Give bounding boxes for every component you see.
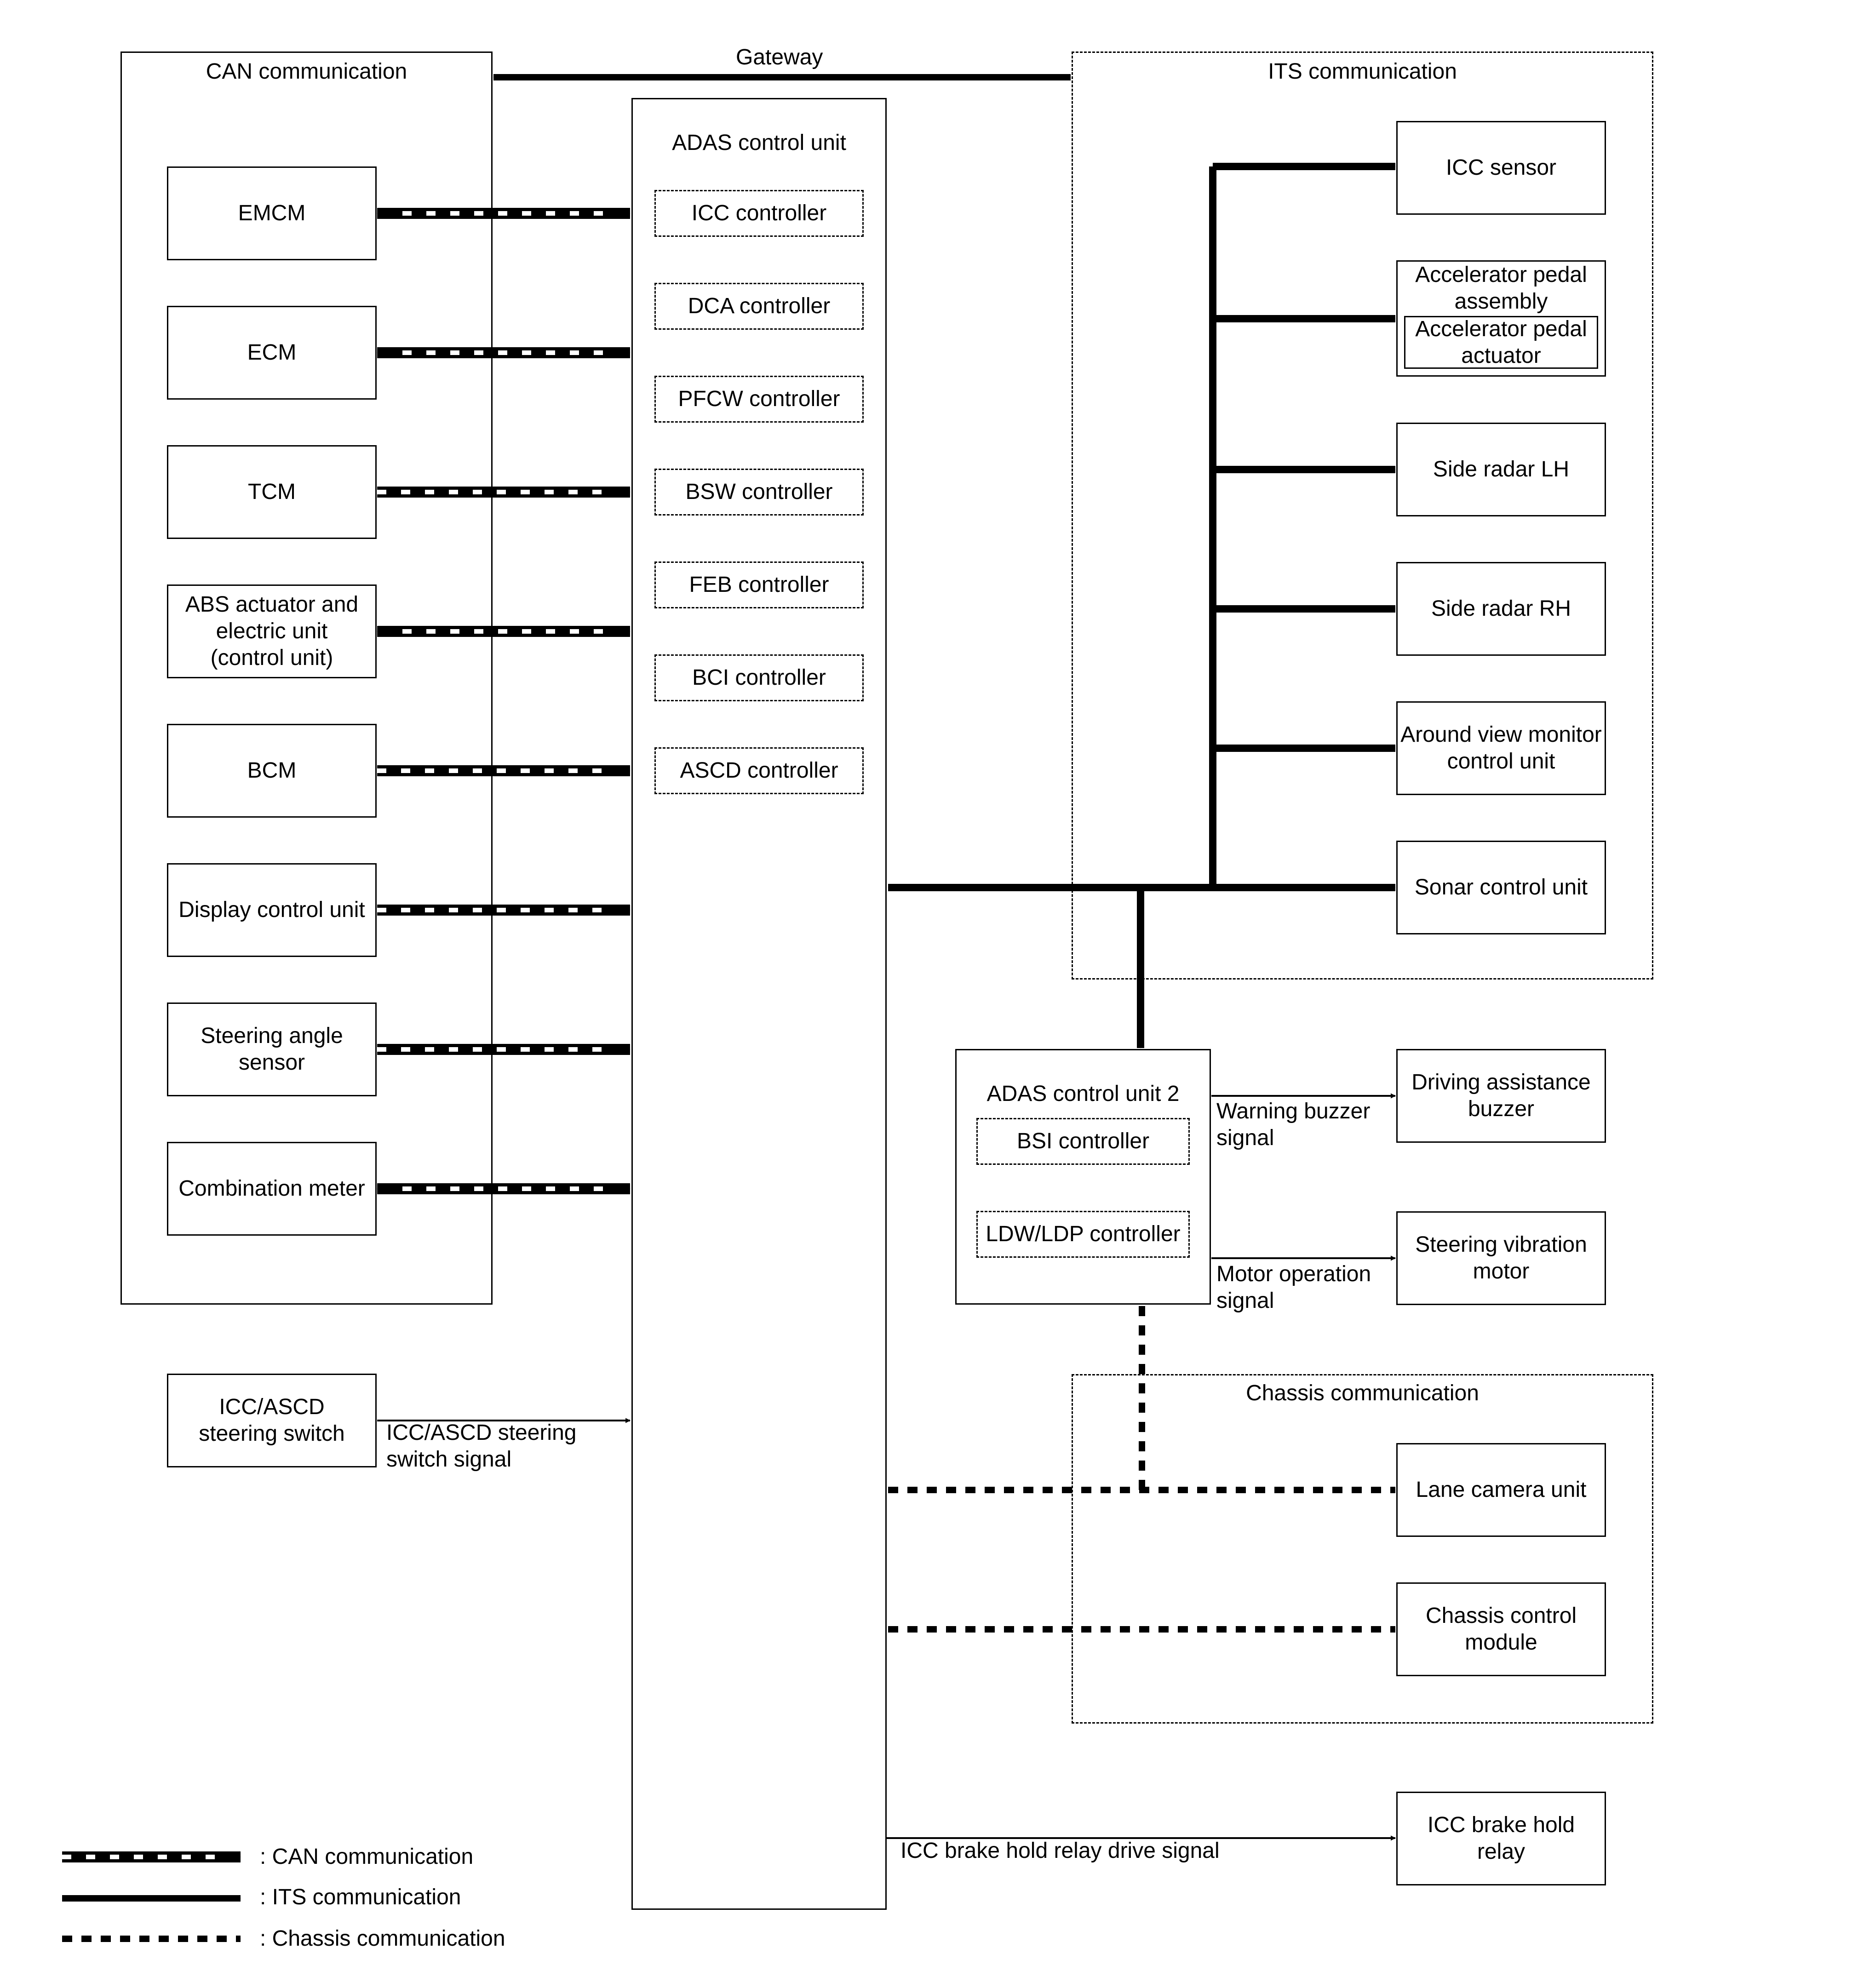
sonar-control-unit: Sonar control unit <box>1396 841 1606 934</box>
adas-control-unit: ADAS control unit <box>631 98 887 1910</box>
abs-actuator-unit: ABS actuator and electric unit (control … <box>167 584 377 678</box>
accelerator-pedal-assembly-label: Accelerator pedal assembly <box>1415 263 1587 314</box>
bsw-controller: BSW controller <box>654 469 864 516</box>
legend-chassis-label: : Chassis communication <box>260 1926 505 1951</box>
adas-control-unit-title: ADAS control unit <box>672 131 846 155</box>
ascd-controller: ASCD controller <box>654 747 864 794</box>
display-control-unit: Display control unit <box>167 863 377 957</box>
chassis-group-title: Chassis communication <box>1246 1381 1479 1405</box>
motor-operation-signal-label: Motor operation signal <box>1216 1262 1371 1313</box>
icc-brake-hold-relay: ICC brake hold relay <box>1396 1792 1606 1885</box>
bci-controller: BCI controller <box>654 654 864 701</box>
can-communication-group: CAN communication <box>120 52 493 1305</box>
feb-controller: FEB controller <box>654 561 864 608</box>
brake-relay-drive-signal-label: ICC brake hold relay drive signal <box>900 1839 1220 1863</box>
warning-buzzer-signal-label: Warning buzzer signal <box>1216 1099 1371 1150</box>
icc-controller: ICC controller <box>654 190 864 237</box>
ldw-ldp-controller: LDW/LDP controller <box>976 1211 1190 1258</box>
side-radar-lh: Side radar LH <box>1396 423 1606 516</box>
icc-ascd-steering-switch: ICC/ASCD steering switch <box>167 1374 377 1467</box>
gateway-label: Gateway <box>736 45 823 69</box>
dca-controller: DCA controller <box>654 283 864 330</box>
its-group-title: ITS communication <box>1268 59 1457 84</box>
legend-can-label: : CAN communication <box>260 1845 474 1869</box>
chassis-communication-group: Chassis communication <box>1072 1374 1653 1724</box>
its-communication-group: ITS communication <box>1072 52 1653 980</box>
side-radar-rh: Side radar RH <box>1396 562 1606 656</box>
adas-control-unit-2-title: ADAS control unit 2 <box>986 1082 1180 1106</box>
driving-assistance-buzzer: Driving assistance buzzer <box>1396 1049 1606 1143</box>
steering-vibration-motor: Steering vibration motor <box>1396 1211 1606 1305</box>
tcm-unit: TCM <box>167 445 377 539</box>
accelerator-pedal-actuator: Accelerator pedal actuator <box>1404 316 1598 369</box>
emcm-unit: EMCM <box>167 166 377 260</box>
combination-meter: Combination meter <box>167 1142 377 1236</box>
legend-its-label: : ITS communication <box>260 1885 461 1909</box>
switch-signal-label: ICC/ASCD steering switch signal <box>386 1421 577 1472</box>
around-view-monitor-control-unit: Around view monitor control unit <box>1396 701 1606 795</box>
icc-sensor: ICC sensor <box>1396 121 1606 215</box>
accelerator-pedal-assembly: Accelerator pedal assembly Accelerator p… <box>1396 260 1606 377</box>
chassis-control-module: Chassis control module <box>1396 1582 1606 1676</box>
accelerator-pedal-actuator-label: Accelerator pedal actuator <box>1415 316 1587 368</box>
bsi-controller: BSI controller <box>976 1118 1190 1165</box>
adas-control-unit-2: ADAS control unit 2 <box>955 1049 1211 1305</box>
steering-angle-sensor: Steering angle sensor <box>167 1003 377 1096</box>
can-group-title: CAN communication <box>206 59 407 84</box>
lane-camera-unit: Lane camera unit <box>1396 1443 1606 1537</box>
bcm-unit: BCM <box>167 724 377 818</box>
ecm-unit: ECM <box>167 306 377 400</box>
pfcw-controller: PFCW controller <box>654 376 864 423</box>
